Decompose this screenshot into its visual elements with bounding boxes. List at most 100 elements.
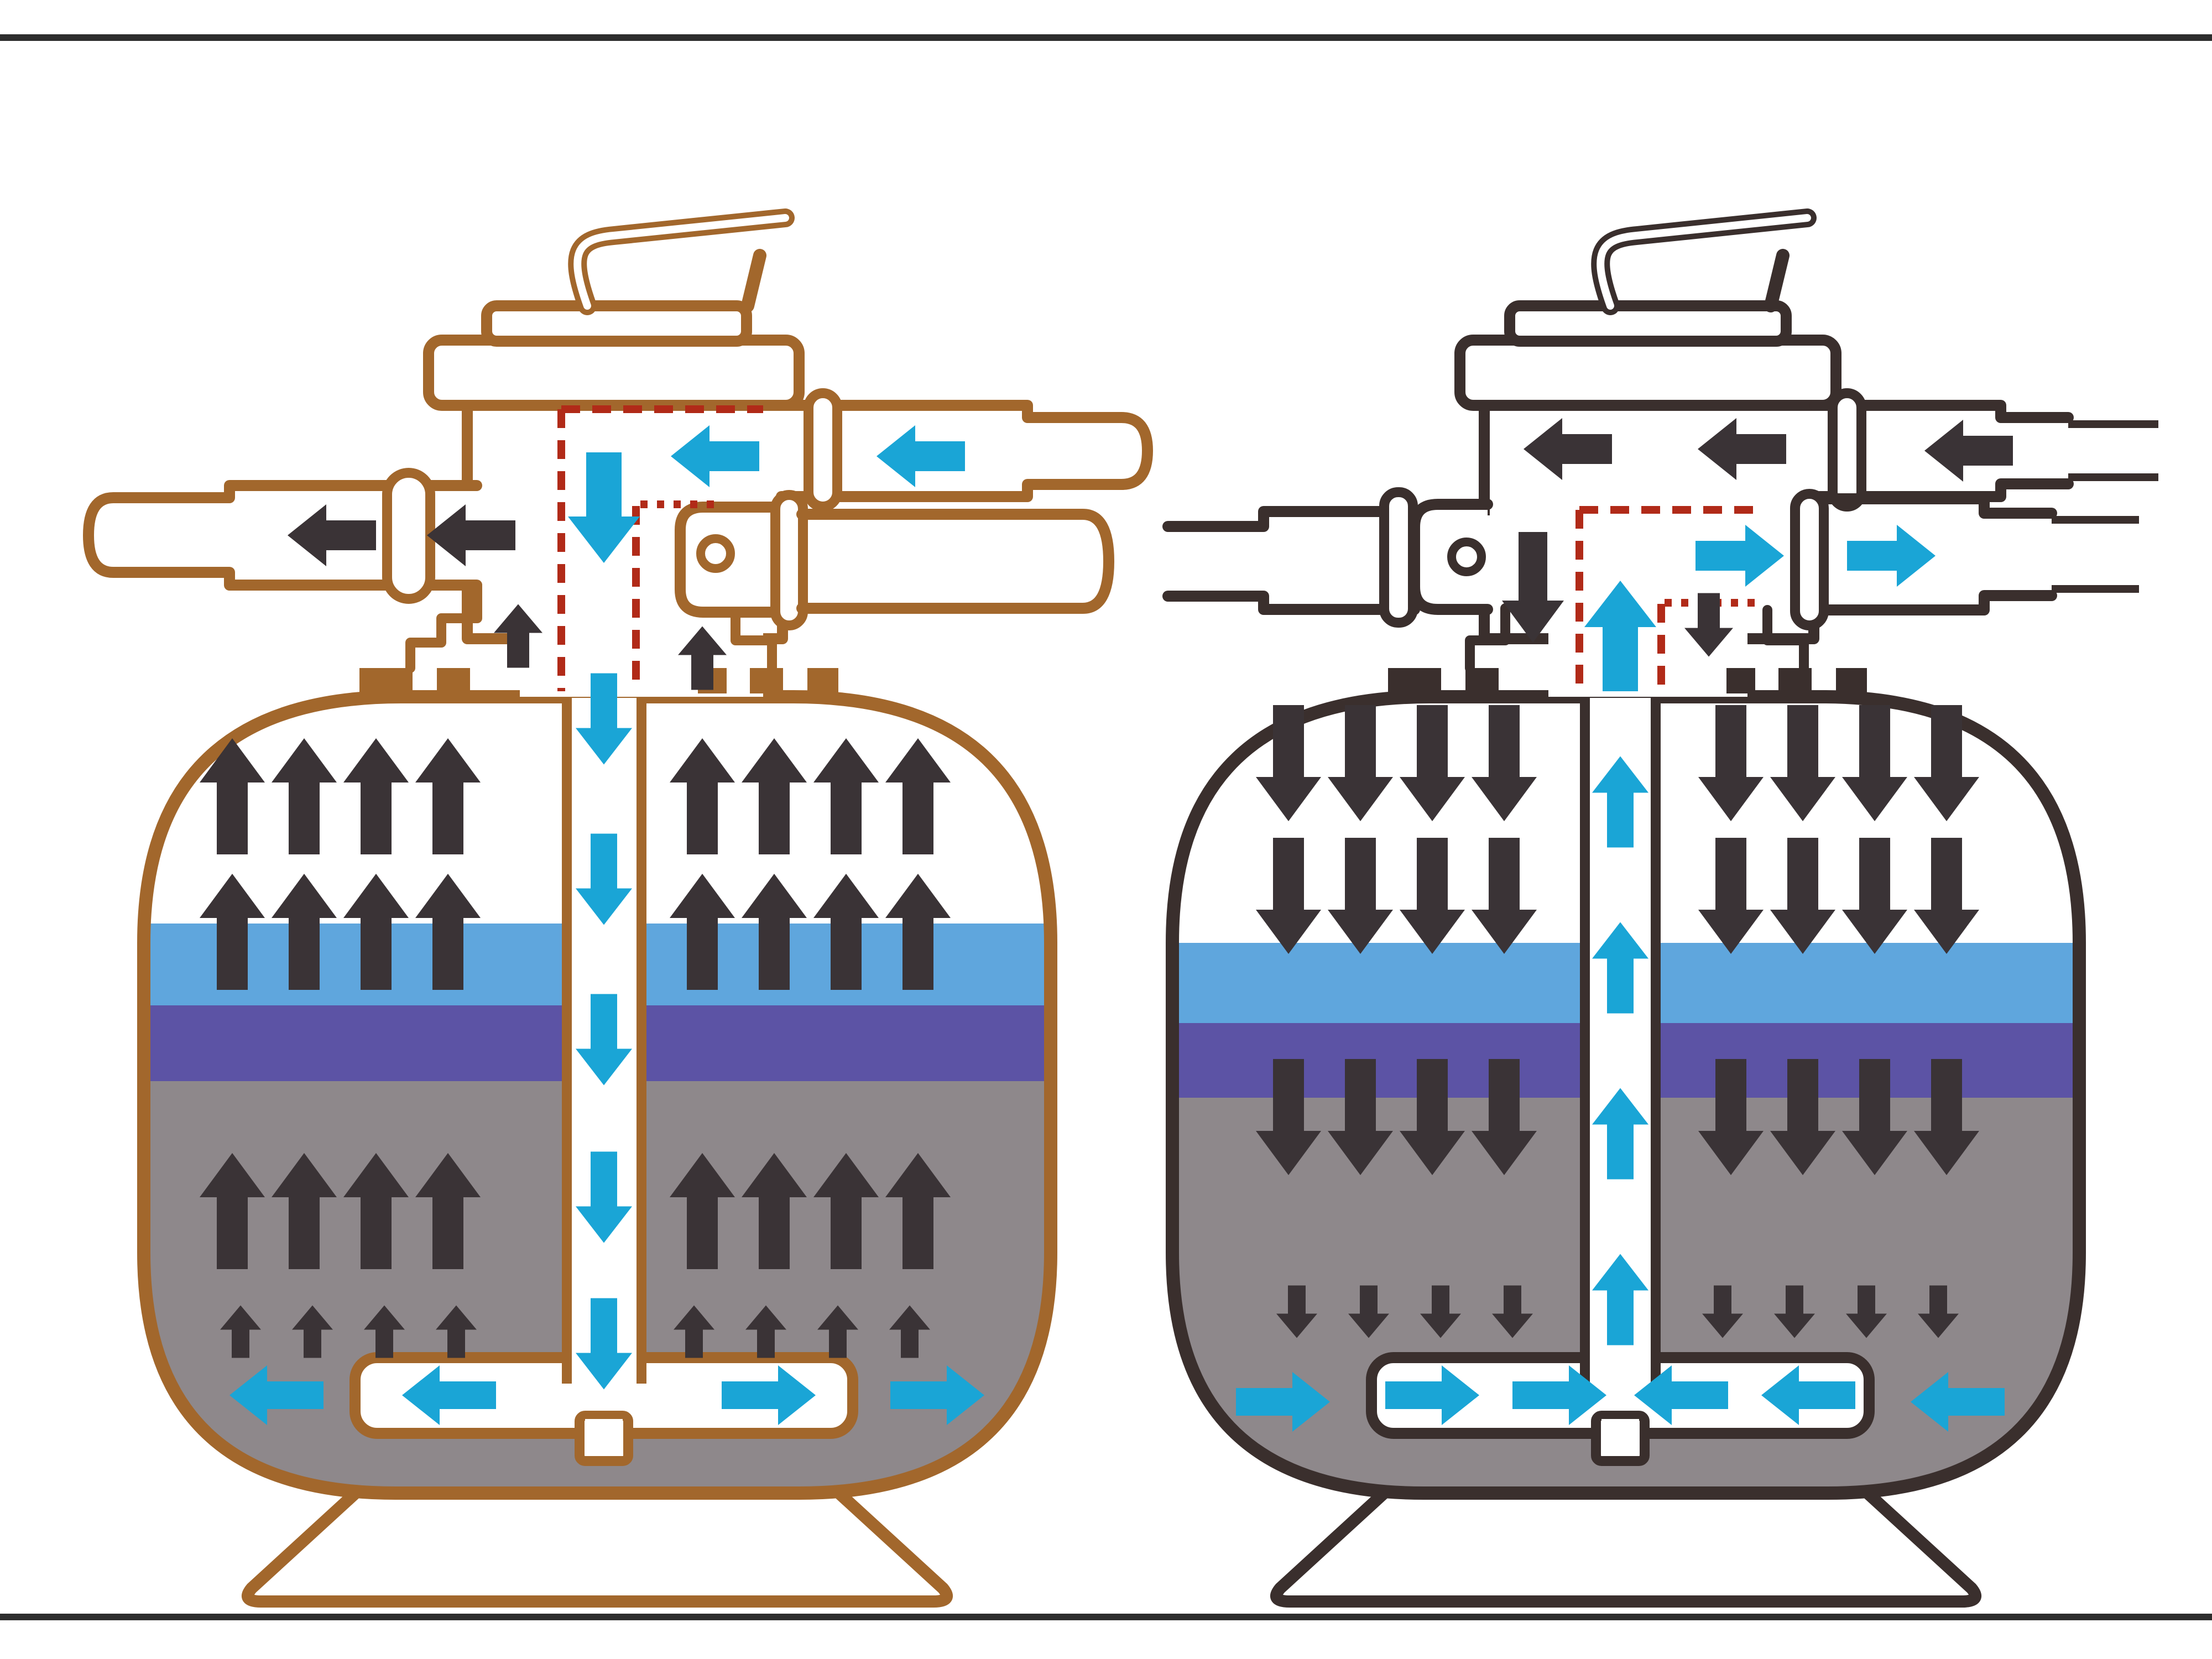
left-flow-arrows [200, 425, 984, 1425]
water-flow-arrow [576, 673, 632, 765]
water-flow-arrow [576, 994, 632, 1086]
flow-arrow [1914, 1059, 1979, 1175]
right-pedestal [1270, 1486, 1981, 1608]
flow-arrow [1770, 705, 1835, 821]
flow-arrow [415, 1153, 481, 1269]
left-tank-outline [137, 690, 1057, 1500]
water-flow-arrow [576, 1298, 632, 1390]
flow-arrow [1770, 1059, 1835, 1175]
flow-arrow [288, 504, 376, 566]
water-flow-arrow [1592, 1254, 1648, 1345]
water-flow-arrow [722, 1365, 816, 1425]
flow-arrow [1400, 705, 1465, 821]
right-standpipe-walls [1580, 698, 1661, 1384]
left-filter [83, 208, 1153, 1608]
water-flow-arrow [568, 452, 640, 563]
top-border-line [0, 34, 2212, 41]
flow-arrow [889, 1305, 930, 1358]
water-flow-arrow [671, 425, 759, 487]
right-outlet-pipe-top [1809, 493, 2057, 519]
flow-arrow [670, 1153, 735, 1269]
right-inlet-union-collar [1828, 388, 1866, 512]
flow-arrow [415, 738, 481, 854]
water-flow-arrow [890, 1365, 984, 1425]
left-valve-handle-inner [573, 214, 789, 310]
left-waste-union-collar [382, 468, 435, 604]
flow-arrow [813, 738, 879, 854]
flow-arrow [742, 738, 807, 854]
flow-arrow [200, 874, 265, 990]
flow-arrow [1472, 705, 1537, 821]
flow-arrow [415, 874, 481, 990]
flow-arrow [813, 1153, 879, 1269]
flow-arrow [742, 1153, 807, 1269]
right-flange-tabs [1388, 668, 1867, 693]
flow-arrow [1276, 1285, 1317, 1338]
water-flow-arrow [1512, 1365, 1606, 1425]
flow-arrow [885, 1153, 951, 1269]
right-waste-pipe-top [1162, 506, 1420, 532]
water-flow-arrow [1847, 525, 1936, 587]
flow-arrow [1256, 838, 1321, 954]
right-neck-step-left [1465, 603, 1510, 673]
flow-arrow [1328, 1059, 1393, 1175]
flow-arrow [670, 738, 735, 854]
bottom-border-line [0, 1614, 2212, 1620]
flow-arrow [1770, 838, 1835, 954]
flow-arrow [1698, 418, 1786, 480]
flow-arrow [343, 874, 409, 990]
right-filter [1162, 208, 2158, 1608]
flow-arrow [200, 1153, 265, 1269]
right-outlet-union-collar [1790, 489, 1829, 630]
flow-arrow [1914, 705, 1979, 821]
left-inlet-union-collar [804, 388, 842, 512]
water-flow-arrow [1695, 525, 1784, 587]
flow-arrow [494, 604, 542, 668]
flow-arrow [427, 504, 515, 566]
left-handle-prong [741, 249, 766, 312]
flow-arrow [1842, 838, 1907, 954]
flow-arrow [220, 1305, 261, 1358]
flow-arrow [1914, 838, 1979, 954]
left-return-pipe [796, 509, 1114, 614]
left-valve-cap [481, 300, 752, 347]
flow-arrow [1846, 1285, 1887, 1338]
water-flow-arrow [229, 1365, 324, 1425]
water-flow-arrow [1584, 581, 1656, 691]
water-flow-arrow [1236, 1372, 1330, 1432]
flow-arrow [1328, 838, 1393, 954]
flow-arrow [343, 738, 409, 854]
water-flow-arrow [1385, 1365, 1479, 1425]
flow-arrow [670, 874, 735, 990]
flow-arrow [817, 1305, 858, 1358]
water-flow-arrow [1592, 1088, 1648, 1180]
flow-arrow [1256, 1059, 1321, 1175]
flow-arrow [674, 1305, 714, 1358]
flow-arrow [200, 738, 265, 854]
left-pedestal [242, 1486, 953, 1608]
flow-arrow [1918, 1285, 1959, 1338]
flow-arrow [343, 1153, 409, 1269]
left-valve-inlet-port [776, 406, 789, 495]
water-flow-arrow [1592, 756, 1648, 848]
water-flow-arrow [1761, 1365, 1855, 1425]
flow-arrow [292, 1305, 333, 1358]
flow-arrow [1698, 1059, 1764, 1175]
water-flow-arrow [1911, 1372, 2005, 1432]
flow-arrow [1472, 838, 1537, 954]
right-inlet-pipe-top [1809, 400, 2074, 423]
right-valve-cap [1504, 300, 1792, 347]
flow-arrow [678, 626, 727, 690]
right-waste-pipe-bottom [1162, 591, 1420, 615]
water-flow-arrow [576, 833, 632, 925]
water-flow-arrow [877, 425, 965, 487]
flow-arrow [272, 1153, 337, 1269]
left-notch-join [585, 1419, 623, 1439]
left-waste-pipe [83, 480, 482, 591]
flow-arrow [272, 738, 337, 854]
flow-arrow [813, 874, 879, 990]
water-flow-arrow [402, 1365, 496, 1425]
right-waste-union-collar [1379, 487, 1418, 628]
